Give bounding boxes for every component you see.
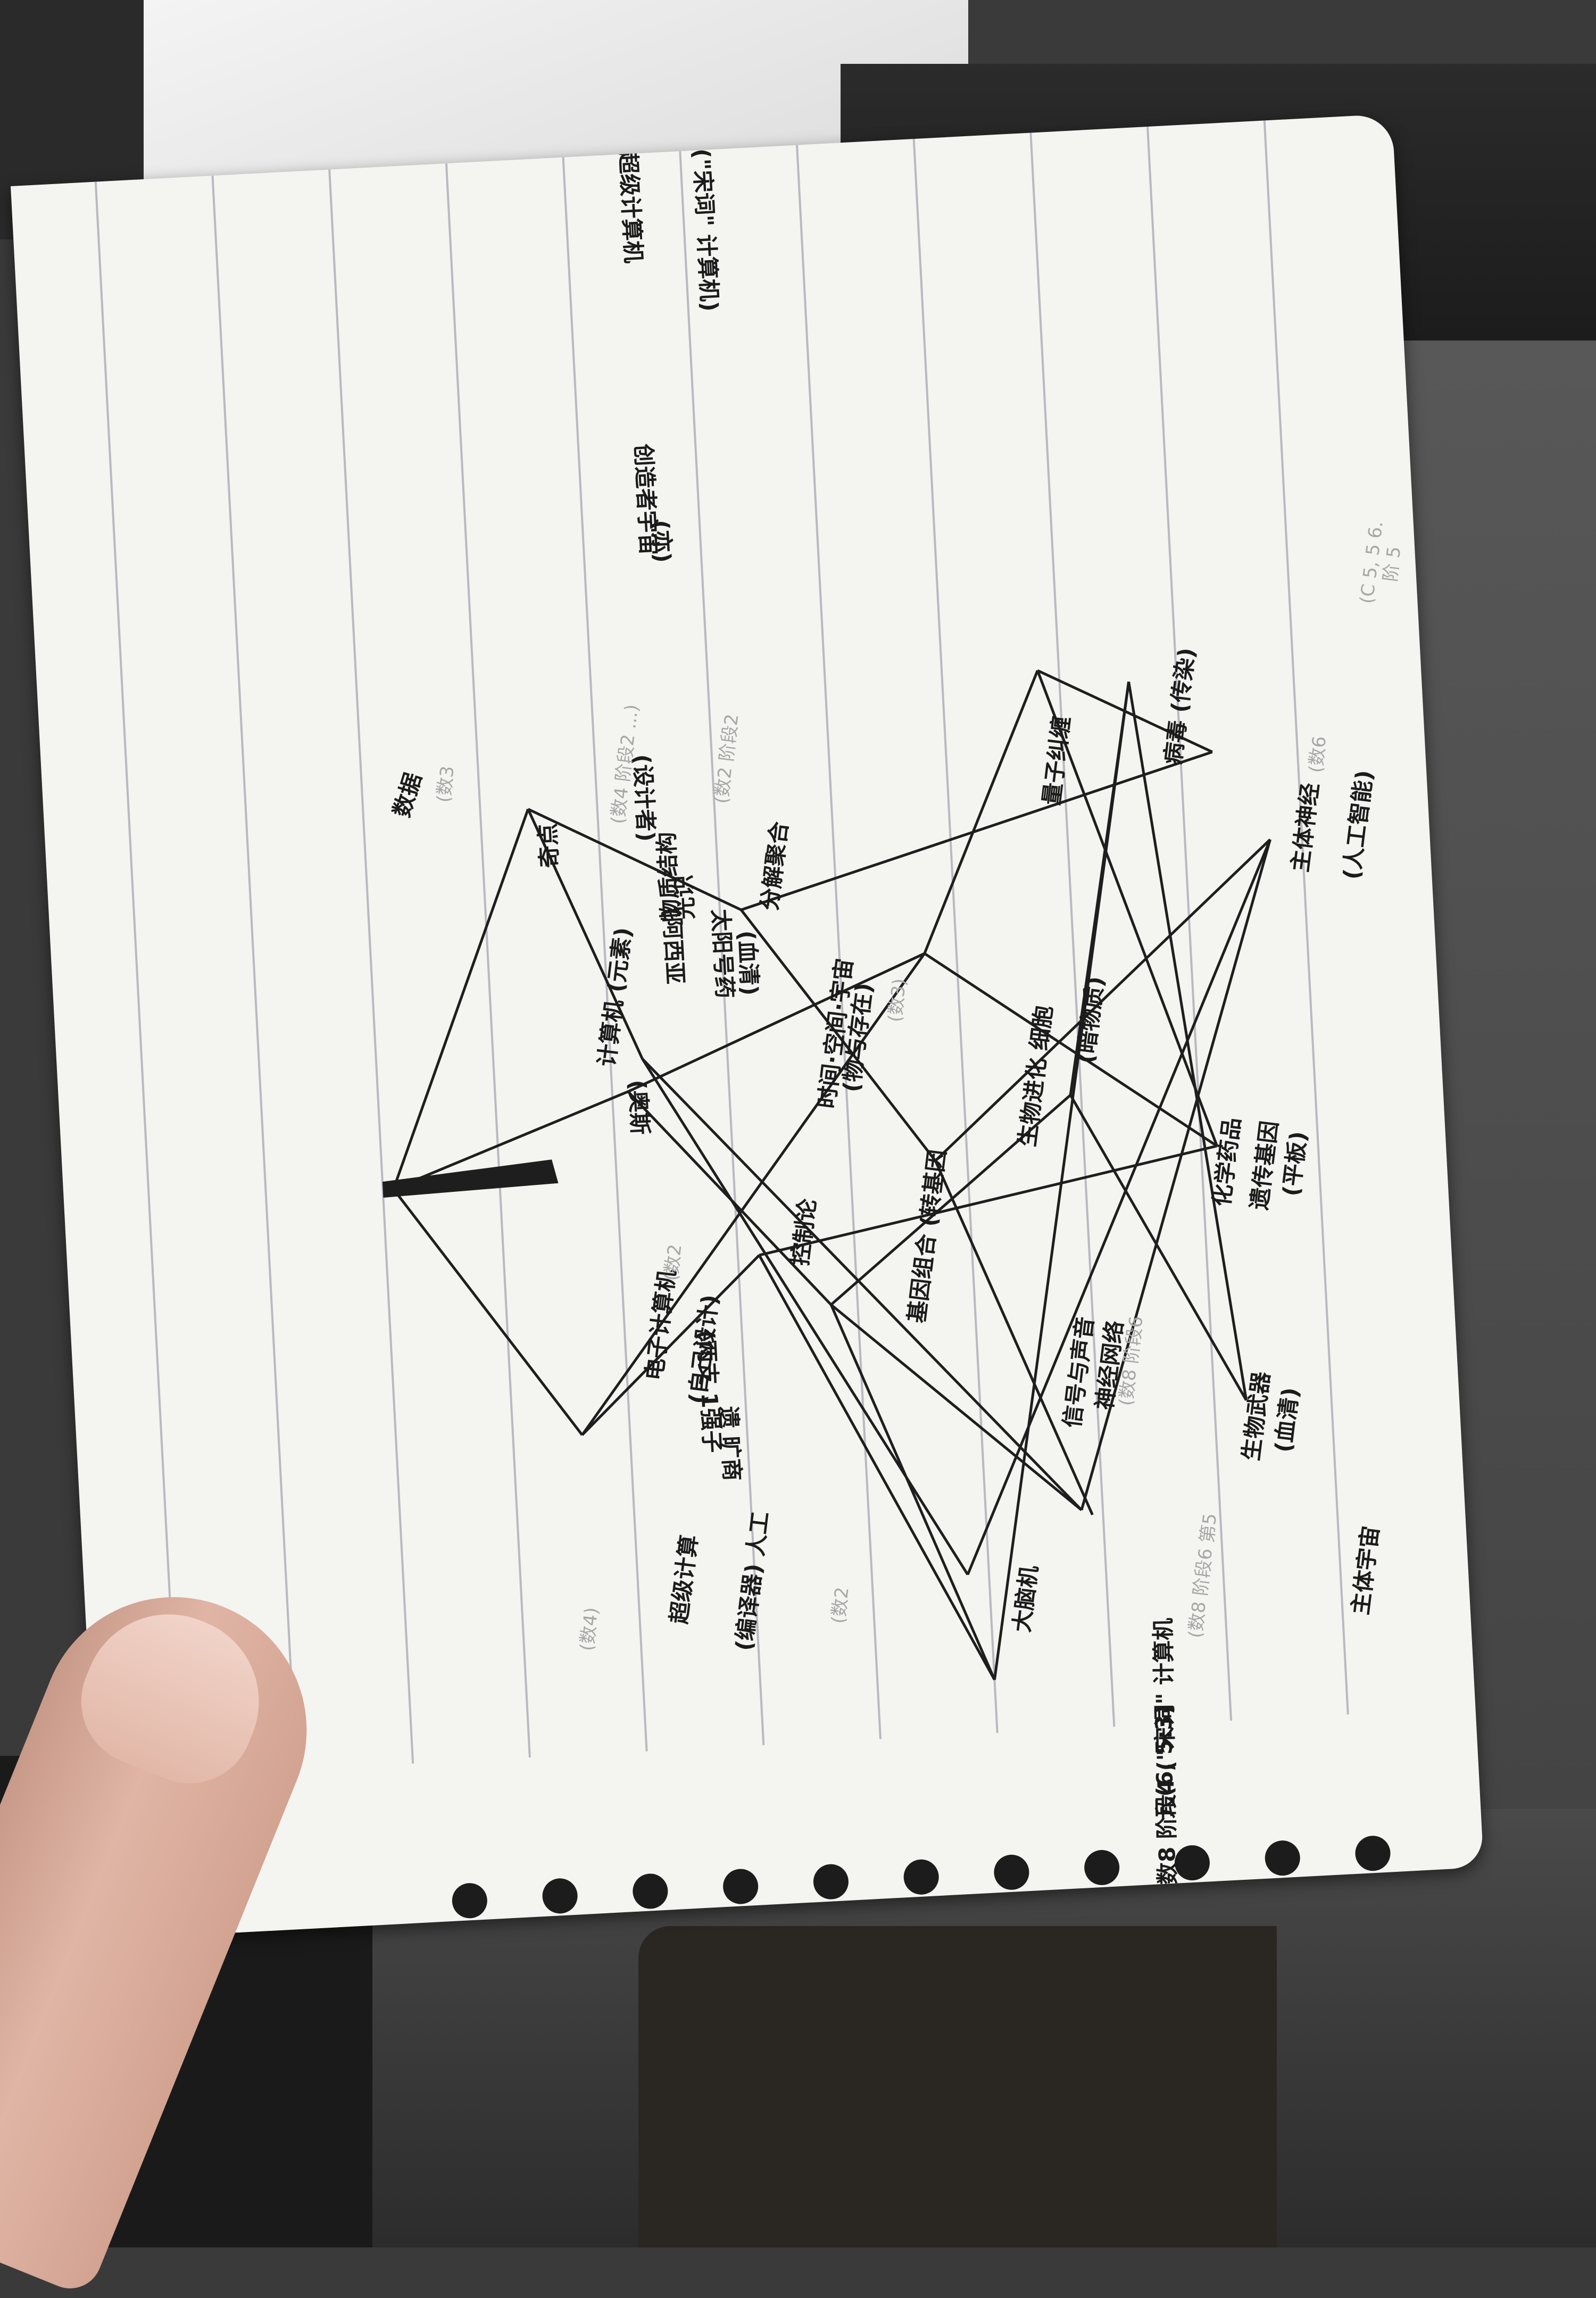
mousepad [638, 1926, 1277, 2247]
faint-note: (数6 [1305, 735, 1331, 774]
faint-note: (数3) [884, 977, 911, 1024]
note-text: (亦) [647, 519, 676, 563]
bottom-note: 元(6, 5:3) [1150, 1704, 1179, 1820]
node-label: 奇点 [534, 823, 563, 869]
faint-note: (数4) [576, 1606, 603, 1653]
faint-note: (数3 [433, 765, 459, 804]
ruled-lines [94, 120, 1349, 1776]
note-text: 遗 旷商 [715, 1405, 745, 1482]
notebook-page: 超级计算机 ("宋词" 计算机) 创造者宇宙 (亦) (设计者) (阿西亚 太阳… [11, 113, 1484, 1940]
right-note: 阶 5 [1379, 545, 1406, 583]
dense-ink-stroke [382, 1159, 559, 1198]
note-text: (血清) [733, 930, 763, 997]
note-text: 超级计算机 [614, 151, 647, 264]
faint-note: (数2 [827, 1586, 853, 1625]
note-text: (奥斯 [624, 1079, 653, 1135]
node-label: 光识 [670, 874, 699, 920]
faint-note: (数2 [660, 1243, 686, 1282]
